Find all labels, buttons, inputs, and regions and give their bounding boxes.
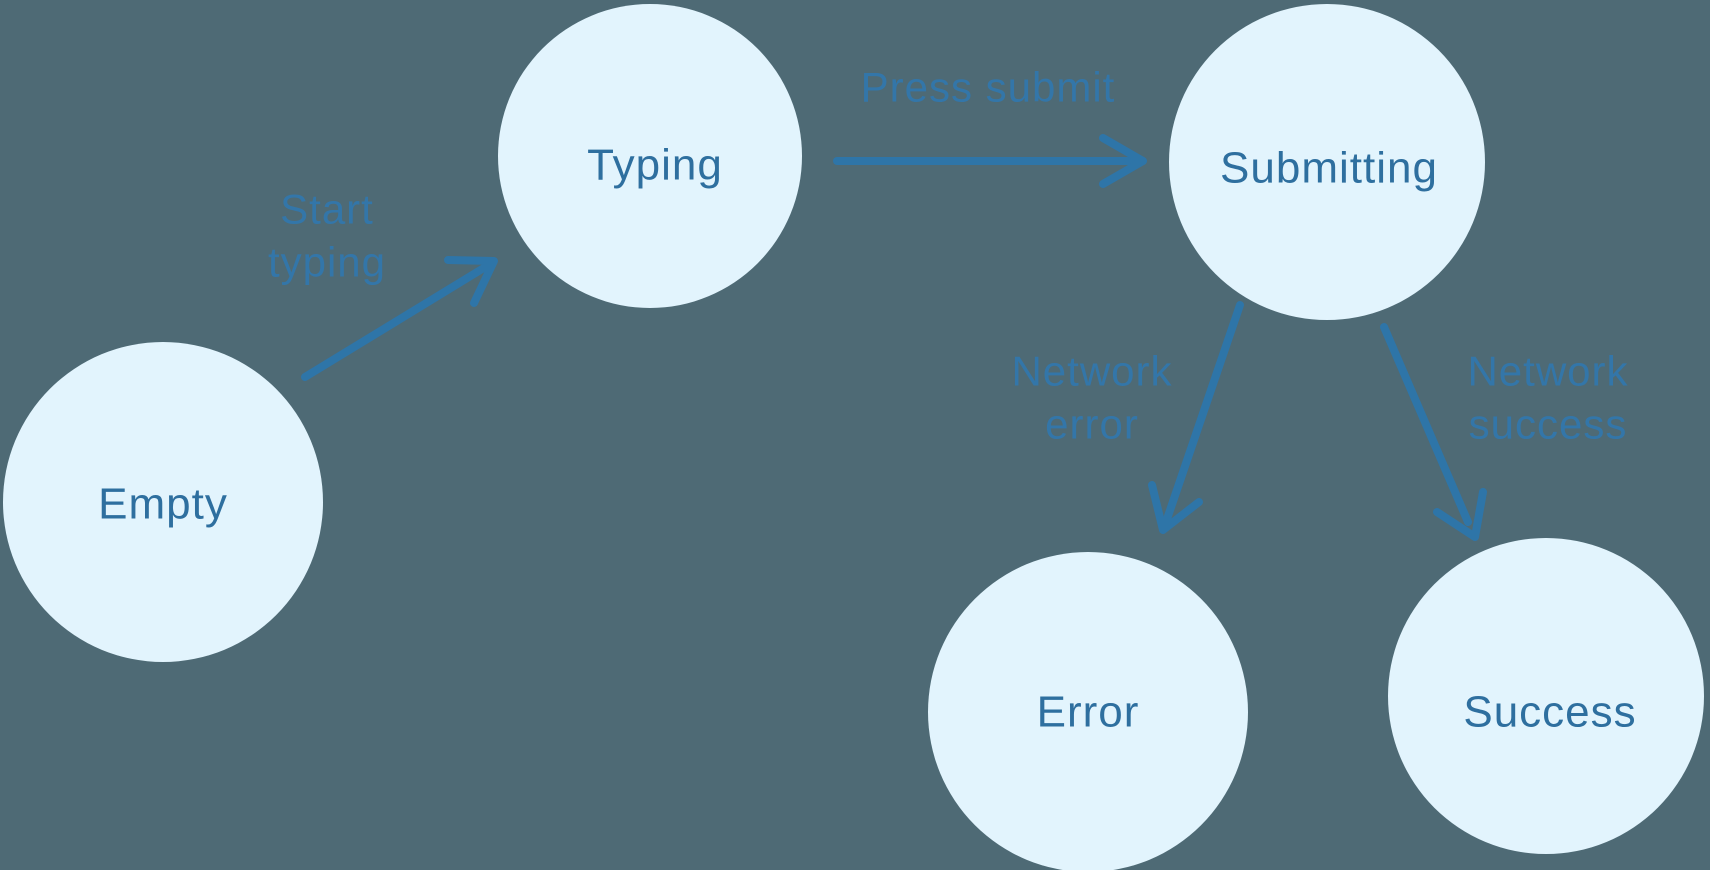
node-empty: Empty <box>3 342 323 662</box>
empty-state-circle <box>3 342 323 662</box>
typing-state-label: Typing <box>587 141 723 190</box>
submitting-state-circle <box>1169 4 1485 320</box>
node-typing: Typing <box>498 4 802 308</box>
error-state-circle <box>928 552 1248 870</box>
node-submitting: Submitting <box>1169 4 1485 320</box>
edge-label-press-submit: Press submit <box>861 64 1116 111</box>
edge-label-network-success-line1: Network <box>1467 348 1628 395</box>
node-success: Success <box>1388 538 1704 854</box>
empty-state-label: Empty <box>98 480 228 529</box>
submitting-state-label: Submitting <box>1220 144 1438 193</box>
success-state-label: Success <box>1463 688 1636 737</box>
edge-label-start-typing-line2: typing <box>268 239 386 286</box>
arrow-head-icon <box>444 256 498 307</box>
arrow-head-icon <box>1148 481 1203 534</box>
edge-submitting-to-error: Network error <box>1011 301 1244 534</box>
edge-label-start-typing-line1: Start <box>280 186 374 233</box>
edge-typing-to-submitting: Press submit <box>833 64 1147 188</box>
arrow-line-network-error <box>1162 301 1244 526</box>
typing-state-circle <box>498 4 802 308</box>
arrow-head-icon <box>1099 134 1147 188</box>
node-error: Error <box>928 552 1248 870</box>
edge-submitting-to-success: Network success <box>1380 323 1628 541</box>
arrow-line-network-success <box>1380 323 1472 526</box>
success-state-circle <box>1388 538 1704 854</box>
edge-empty-to-typing: Start typing <box>268 186 498 381</box>
arrow-line-start-typing <box>301 262 491 381</box>
edge-label-network-success-line2: success <box>1469 401 1628 448</box>
error-state-label: Error <box>1037 688 1140 737</box>
arrow-head-icon <box>1433 488 1487 541</box>
edge-label-network-error-line2: error <box>1045 401 1139 448</box>
edge-label-network-error-line1: Network <box>1011 348 1172 395</box>
